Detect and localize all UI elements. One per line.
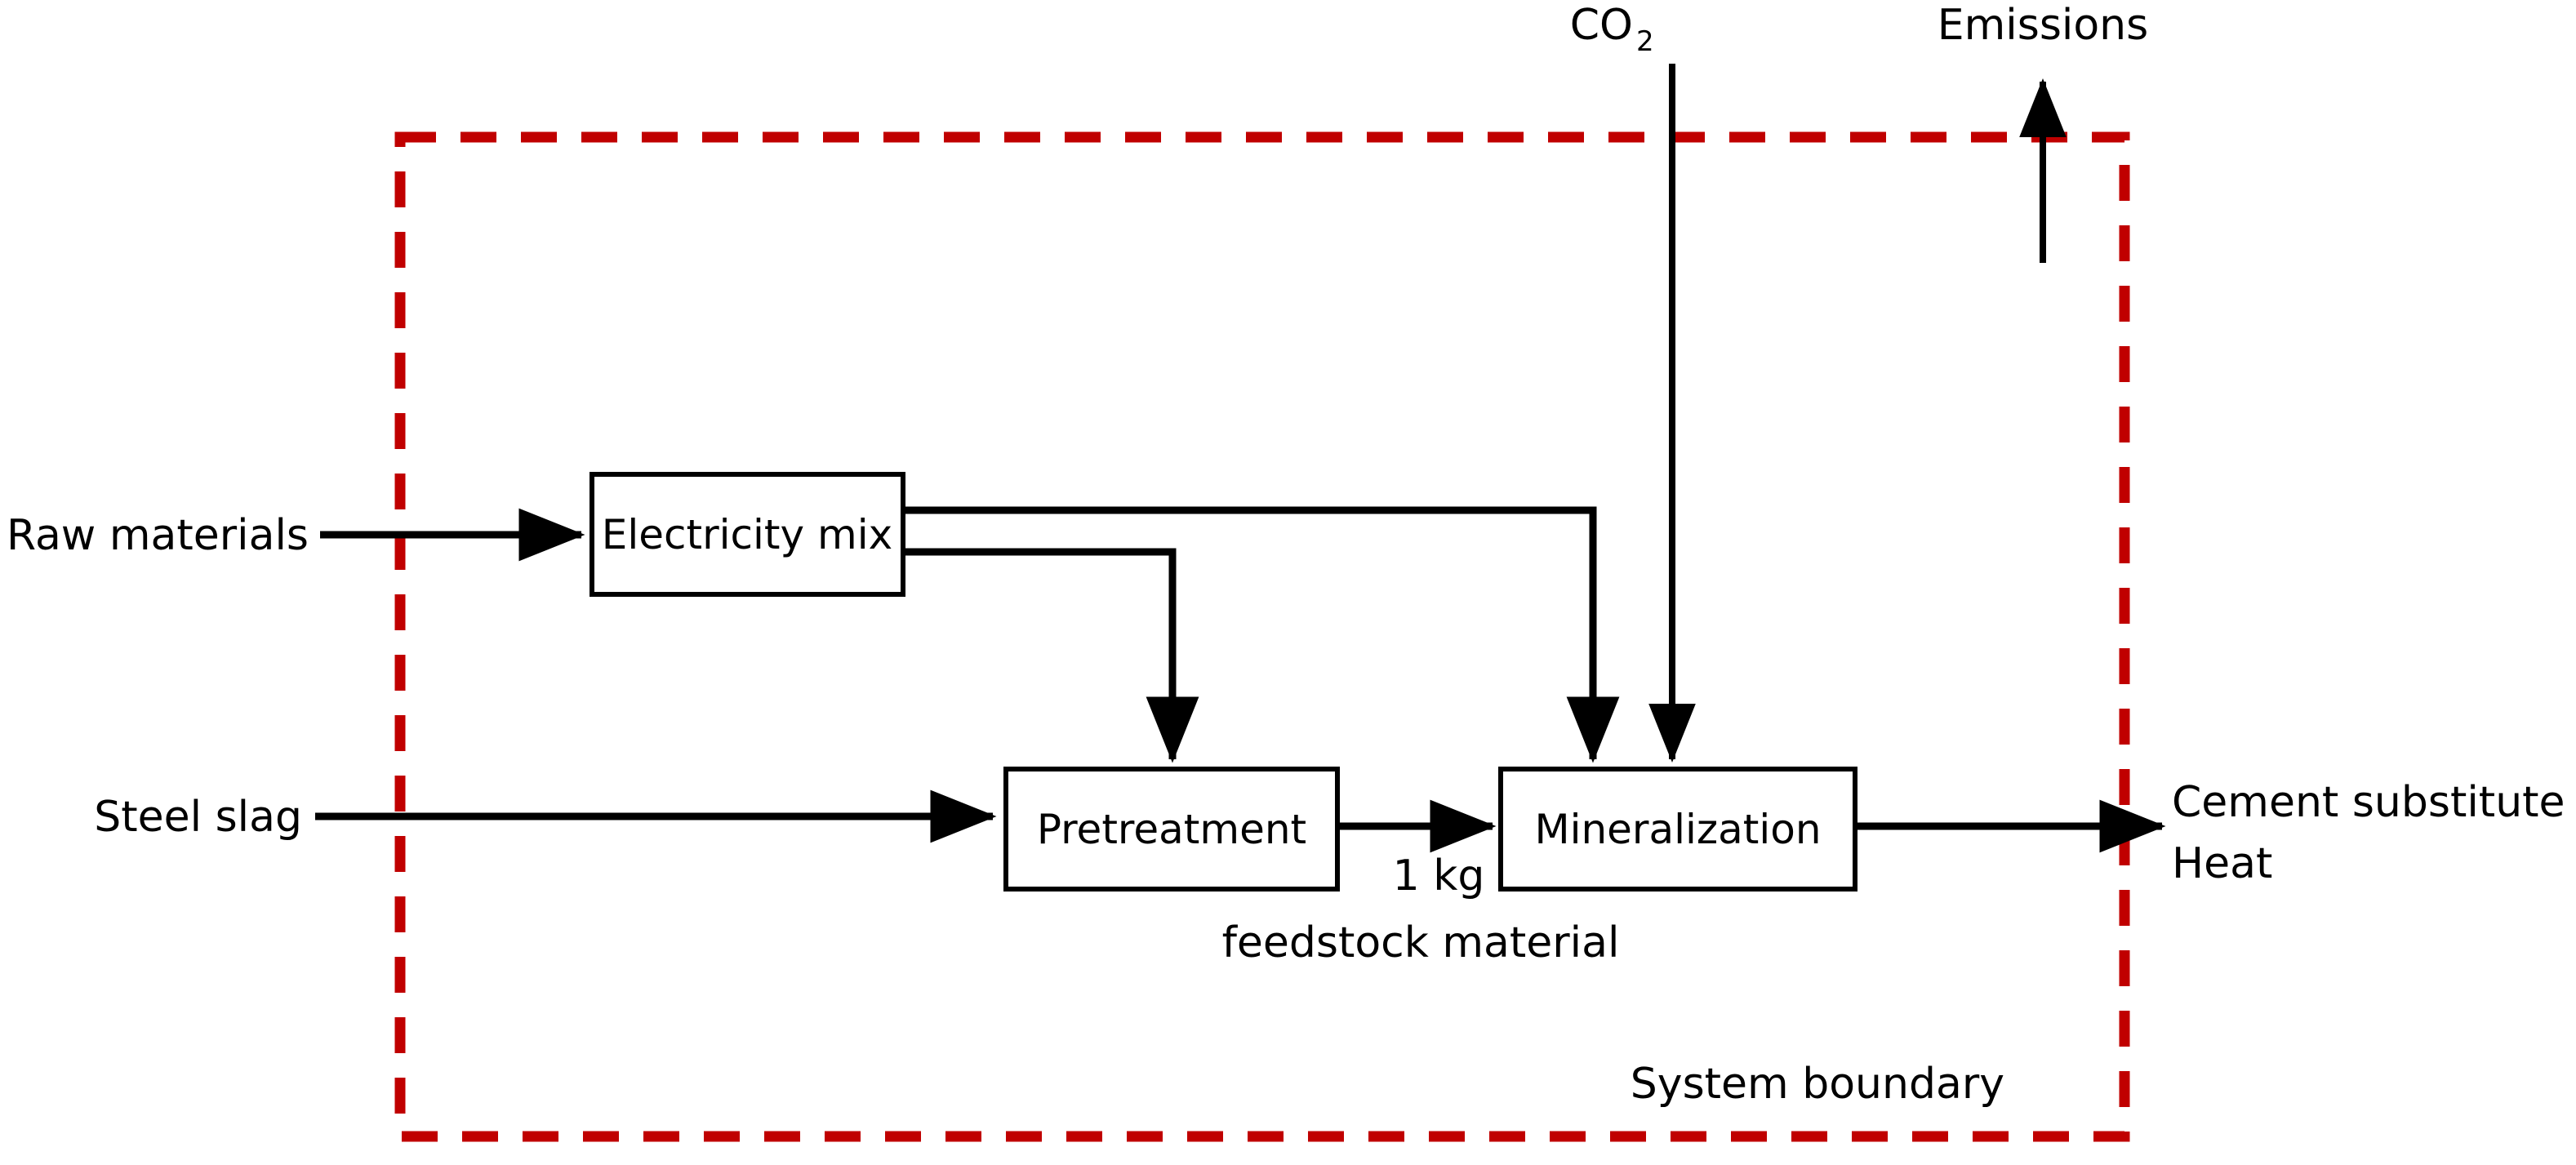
label-steel-slag: Steel slag [94, 793, 302, 842]
box-pretreatment[interactable] [1003, 767, 1340, 892]
label-co2: CO 2 [1570, 1, 1654, 58]
box-electricity-mix[interactable] [589, 472, 905, 597]
label-raw-materials: Raw materials [7, 511, 309, 560]
label-co2-main: CO [1570, 1, 1633, 50]
label-feedstock-amount: 1 kg [1393, 852, 1485, 900]
label-heat: Heat [2172, 839, 2272, 888]
label-emissions: Emissions [1938, 1, 2148, 50]
label-cement-substitute: Cement substitute [2172, 778, 2565, 827]
connector-electricity-to-pretreatment [902, 548, 1199, 763]
label-pretreatment: Pretreatment [1037, 806, 1306, 853]
connector-electricity-to-mineralization [902, 506, 1620, 763]
system-boundary-rect [394, 131, 2130, 1142]
label-electricity-mix: Electricity mix [602, 511, 892, 558]
label-mineralization: Mineralization [1534, 806, 1821, 853]
box-mineralization[interactable] [1498, 767, 1857, 892]
label-co2-subscript: 2 [1636, 25, 1654, 58]
label-feedstock-material: feedstock material [1222, 918, 1620, 967]
label-system-boundary: System boundary [1631, 1060, 2004, 1109]
